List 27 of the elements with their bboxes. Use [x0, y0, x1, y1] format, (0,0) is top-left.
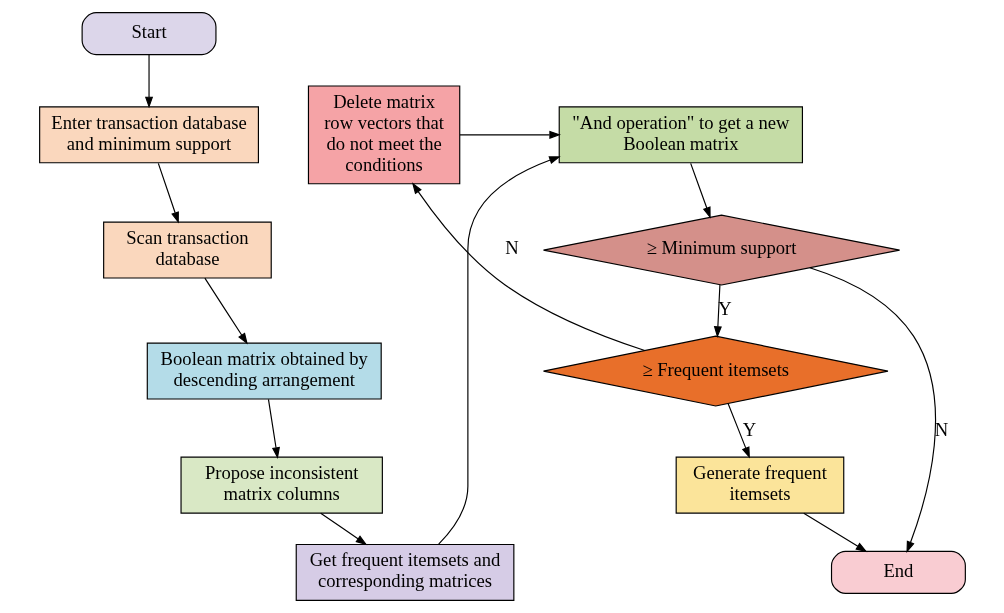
- node-box: Get frequent itemsets and corresponding matrices: [295, 543, 514, 601]
- arrow: [319, 512, 367, 546]
- arrow: [411, 182, 645, 352]
- node-box: Delete matrix row vectors that do not meet the conditions: [307, 85, 460, 185]
- arrow: [144, 54, 153, 109]
- arrow: [713, 284, 722, 338]
- edge-label: Y: [742, 419, 756, 441]
- node-box: Start: [81, 12, 217, 56]
- node-box: "And operation" to get a new Boolean matrix: [558, 106, 803, 164]
- node-diamond: ≥ Frequent itemsets: [542, 335, 889, 407]
- node-box: Enter transaction database and minimum support: [38, 106, 259, 164]
- node-box: Scan transaction database: [102, 221, 272, 279]
- arrow: [727, 403, 750, 459]
- node-box: Boolean matrix obtained by descending arrangement: [146, 342, 382, 400]
- arrow: [203, 277, 248, 345]
- edge-label: N: [504, 237, 519, 259]
- arrow: [267, 398, 280, 459]
- node-box: Generate frequent itemsets: [675, 456, 844, 514]
- node-diamond: ≥ Minimum support: [542, 214, 900, 286]
- arrow: [689, 162, 711, 219]
- arrow: [437, 156, 561, 545]
- arrow: [157, 162, 179, 224]
- arrow: [808, 267, 936, 553]
- arrow: [802, 512, 867, 553]
- node-box: End: [830, 550, 966, 594]
- node-box: Propose inconsistent matrix columns: [179, 456, 383, 514]
- arrow: [458, 130, 561, 139]
